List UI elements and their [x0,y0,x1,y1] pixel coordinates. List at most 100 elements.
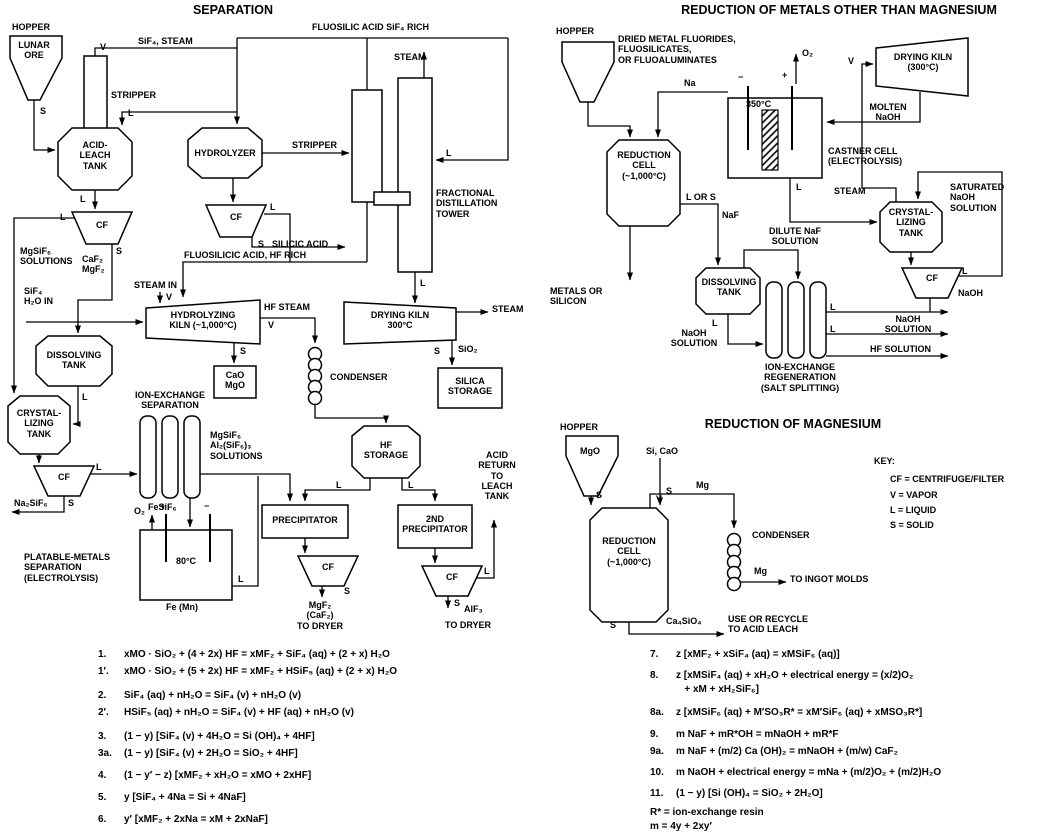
acid-leach-tank-label: ACID- LEACH TANK [79,140,111,171]
equation-9a: 9a.m NaF + (m/2) Ca (OH)₂ = mNaOH + (m/w… [650,745,1054,759]
equation-text: z [xMSiF₆ (aq) + M′SO₃R* = xM′SiF₆ (aq) … [676,707,923,718]
cf2-shape [32,465,96,497]
mgo-label: MgO [580,446,600,456]
solid-symbol: S [434,346,441,356]
steam-label: STEAM [834,186,866,196]
liquid-symbol: L [962,266,968,276]
hydrolyzing-kiln-label: HYDROLYZING KILN (~1,000°C) [169,310,237,331]
silica-storage-label: SILICA STORAGE [447,376,493,397]
equation-number: 1. [98,649,107,660]
vapor-symbol: V [848,56,855,66]
hf-storage-shape [351,425,421,479]
cf4-shape [420,565,484,597]
equation-5: 5.y [SiF₄ + 4Na = Si + 4NaF] [98,791,558,805]
equation-text: z [xMF₂ + xSiF₄ (aq) = xMSiF₆ (aq)] [676,649,840,660]
drying-kiln1-shape [343,301,457,345]
solid-symbol: S [610,620,617,630]
equation-number: 8. [650,670,659,681]
fractional-tower-label: FRACTIONAL DISTILLATION TOWER [436,188,498,219]
dissolving-tank2-label: DISSOLVING TANK [701,277,757,298]
steam-right-label: STEAM [492,304,524,314]
liquid-symbol: L [128,108,134,118]
reduction-mg-title: REDUCTION OF MAGNESIUM [704,417,882,431]
cf4-label: CF [446,572,458,582]
cf6-shape [900,267,964,299]
alf3-label: AlF₃ [464,604,483,614]
separation-title: SEPARATION [192,3,274,17]
ion-regen-label: ION-EXCHANGE REGENERATION (SALT SPLITTIN… [760,362,840,393]
equation-text: y′ [xMF₂ + 2xNa = xM + 2xNaF] [124,814,268,825]
equation-8a: 8a. z [xMSiF₆ (aq) + M′SO₃R* = xM′SiF₆ (a… [650,706,1054,720]
steam-top-label: STEAM [394,52,426,62]
equation-number: 8a. [650,707,664,718]
stripper1-column-shape [83,55,108,133]
diaphragm-hatch [761,109,779,171]
reduction-cell1-shape [606,139,681,227]
equation-number: 4. [98,770,107,781]
equation-11: 11.(1 − y) [Si (OH)₄ = SiO₂ + 2H₂O] [650,787,1054,801]
drying-kiln2-label: DRYING KILN (300°C) [893,52,953,73]
key-cf: CF = CENTRIFUGE/FILTER [890,474,1005,484]
silicic-acid-label: SILICIC ACID [272,239,329,249]
liquid-symbol: L [796,182,802,192]
crystallizing-tank2-label: CRYSTAL- LIZING TANK [888,207,934,238]
liquid-symbol: L [446,148,452,158]
castner-cell-label: CASTNER CELL (ELECTROLYSIS) [828,146,903,167]
caf2-mgf2-label: CaF₂ MgF₂ [82,254,105,275]
metals-or-silicon-label: METALS OR SILICON [550,286,603,307]
naoh-solution-right-label: NaOH SOLUTION [884,314,932,335]
equation-text: (1 − y) [Si (OH)₄ = SiO₂ + 2H₂O] [676,788,823,799]
solid-symbol: S [240,346,247,356]
regen-column-shape [809,281,827,359]
to-ingot-molds-label: TO INGOT MOLDS [790,574,869,584]
hf-steam-label: HF STEAM [264,302,310,312]
equation-3: 3.(1 − y) [SiF₄ (v) + 4H₂O = Si (OH)₄ + … [98,730,558,744]
naoh-label: NaOH [958,288,984,298]
equation-7: 7.z [xMF₂ + xSiF₄ (aq) = xMSiF₆ (aq)] [650,648,1054,662]
regen-column-shape [765,281,783,359]
equation-1p: 1′.xMO · SiO₂ + (5 + 2x) HF = xMF₂ + HSi… [98,665,558,679]
distillation-tower-shape [397,77,433,273]
hopper-label: HOPPER [12,22,51,32]
reduction-cell2-label: REDUCTION CELL (~1,000°C) [602,536,656,567]
vapor-symbol: V [656,494,663,504]
l-or-s-label: L OR S [686,192,716,202]
cf3-label: CF [322,562,334,572]
precipitator1-label: PRECIPITATOR [272,515,338,525]
na2sif6-label: Na₂SiF₆ [14,498,48,508]
cao-mgo-box-shape [213,365,257,399]
flow-lines [11,37,1003,637]
equation-text: y [SiF₄ + 4Na = Si + 4NaF] [124,792,246,803]
silica-storage-shape [437,367,503,409]
cf1-label: CF [96,220,108,230]
column-connector-shape [373,191,411,206]
equation-number: 1′. [98,666,109,677]
cf5-shape [204,204,268,238]
hydrolyzer-shape [187,127,263,179]
saturated-naoh-label: SATURATED NaOH SOLUTION [950,182,1005,213]
naoh-solution-left-label: NaOH SOLUTION [670,328,718,349]
equation-text: m NaOH + electrical energy = mNa + (m/2)… [676,767,942,778]
cf1-shape [70,211,134,245]
liquid-symbol: L [82,392,88,402]
vapor-symbol: V [166,292,173,302]
mgsif6-solutions-label: MgSiF₆ SOLUTIONS [20,246,73,267]
naf-label: NaF [722,210,740,220]
sif4-steam-label: SiF₄, STEAM [138,36,193,46]
electrolysis-cell-shape [139,529,233,601]
reduction-cell1-label: REDUCTION CELL (~1,000°C) [617,150,671,181]
equation-text: m NaF + (m/2) Ca (OH)₂ = mNaOH + (m/w) C… [676,746,898,757]
lunar-ore-label: LUNAR ORE [18,40,50,61]
hydrolyzing-kiln-shape [145,299,261,345]
note-text: R* = ion-exchange resin [650,807,764,818]
ion-exchange-column-shape [183,415,201,499]
platable-metals-label: PLATABLE-METALS SEPARATION (ELECTROLYSIS… [24,552,110,583]
vessels [7,35,969,623]
equation-number: 2′. [98,707,109,718]
acid-leach-tank-shape [57,127,133,191]
fesif6-label: FeSiF₆ [148,502,177,512]
equation-10: 10.m NaOH + electrical energy = mNa + (m… [650,766,1054,780]
equation-text: m NaF + mR*OH = mNaOH + mR*F [676,729,839,740]
equation-number: 6. [98,814,107,825]
